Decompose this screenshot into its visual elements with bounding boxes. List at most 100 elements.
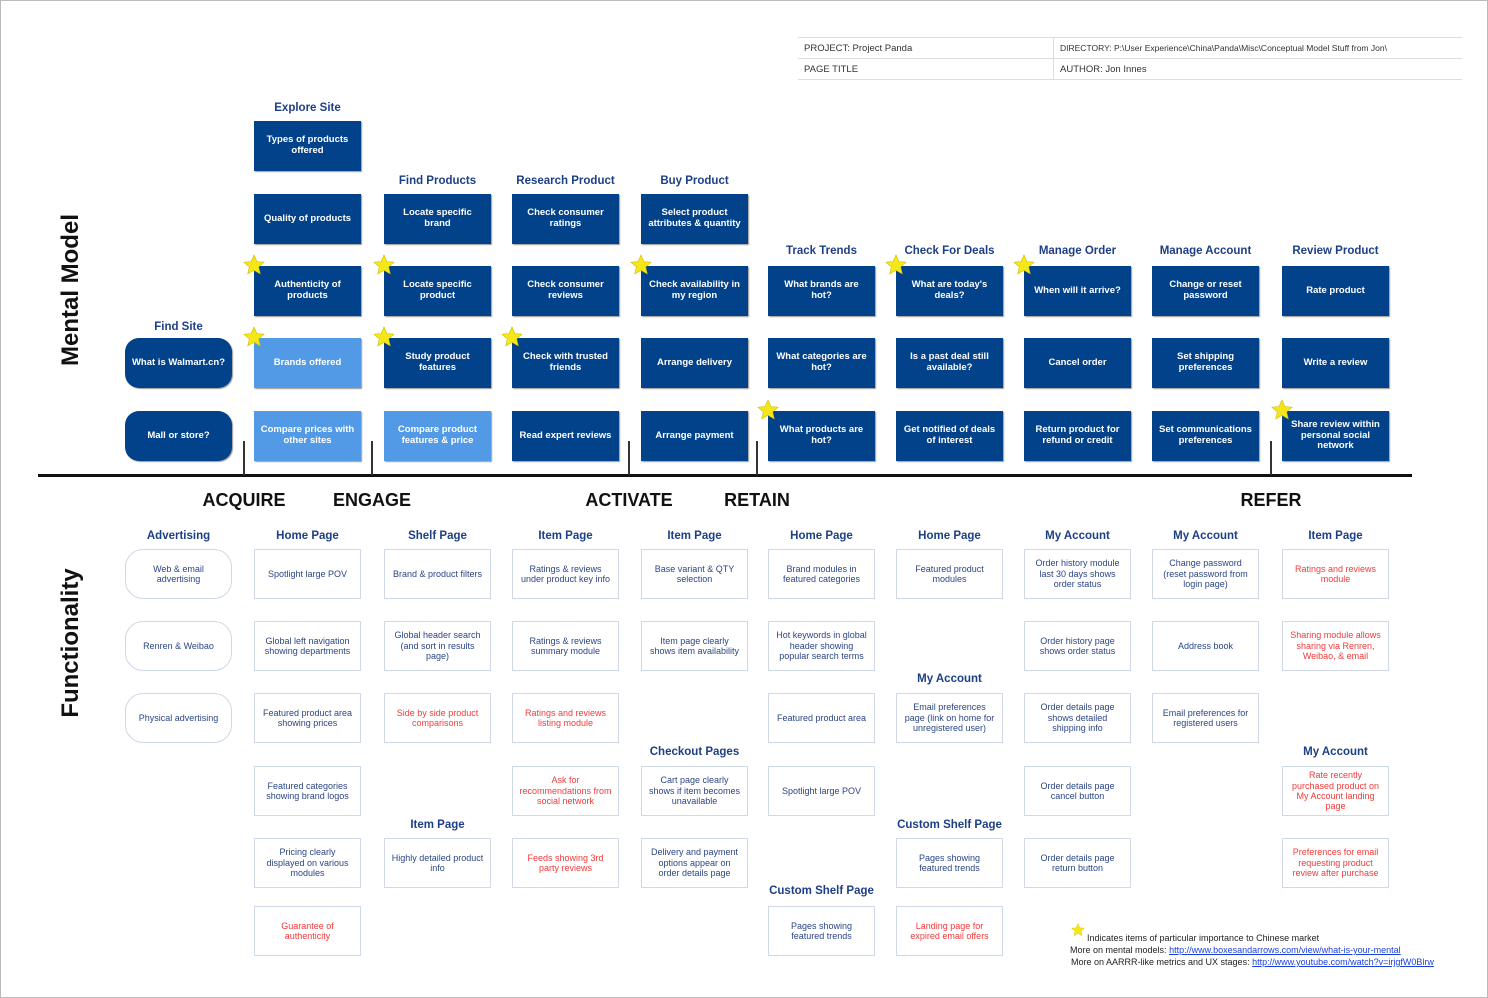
feature-box: Delivery and payment options appear on o…	[641, 838, 748, 888]
feature-box: Order history module last 30 days shows …	[1024, 549, 1131, 599]
mental-box-starred: Brands offered	[254, 338, 361, 388]
stage-refer: REFER	[1240, 490, 1302, 510]
feature-box-new: Sharing module allows sharing via Renren…	[1282, 621, 1389, 671]
mental-model-label: Mental Model	[57, 214, 84, 367]
mental-models-link[interactable]: http://www.boxesandarrows.com/view/what-…	[1169, 945, 1401, 955]
stage-acquire: ACQUIRE	[202, 490, 286, 510]
heading-my-account: My Account	[1045, 530, 1110, 542]
heading-research-product: Research Product	[516, 175, 615, 187]
mental-box: Compare prices with other sites	[254, 411, 361, 461]
mental-box-starred: When will it arrive?	[1024, 266, 1131, 316]
feature-box: Pages showing featured trends	[768, 906, 875, 956]
mental-box-text: Share review within personal social netw…	[1291, 418, 1380, 452]
stage-divider	[1270, 441, 1272, 475]
heading-item-page: Item Page	[410, 819, 465, 831]
aarrr-label: More on AARRR-like metrics and UX stages…	[1071, 957, 1250, 967]
feature-box: Ratings & reviews under product key info	[512, 549, 619, 599]
heading-shelf-page: Shelf Page	[408, 530, 467, 542]
mental-box: Arrange payment	[641, 411, 748, 461]
mental-box-starred: Share review within personal social netw…	[1282, 411, 1389, 461]
functionality-label: Functionality	[57, 568, 84, 718]
mental-box: Set shipping preferences	[1152, 338, 1259, 388]
stage-engage: ENGAGE	[332, 490, 411, 510]
feature-box: Pages showing featured trends	[896, 838, 1003, 888]
mental-box: Compare product features & price	[384, 411, 491, 461]
mental-box-text: What products are hot?	[779, 424, 864, 446]
stage-divider	[756, 441, 758, 475]
feature-box-new: Feeds showing 3rd party reviews	[512, 838, 619, 888]
mental-box-text: Check with trusted friends	[523, 351, 608, 373]
star-icon	[243, 326, 265, 348]
heading-review-product: Review Product	[1292, 245, 1379, 257]
heading-my-account: My Account	[1303, 746, 1368, 758]
feature-box: Address book	[1152, 621, 1259, 671]
feature-box-new: Ratings and reviews module	[1282, 549, 1389, 599]
feature-box-new: Ask for recommendations from social netw…	[512, 766, 619, 816]
feature-box: Order history page shows order status	[1024, 621, 1131, 671]
feature-box-new: Preferences for email requesting product…	[1282, 838, 1389, 888]
mental-box: What categories are hot?	[768, 338, 875, 388]
feature-box-new: Rate recently purchased product on My Ac…	[1282, 766, 1389, 816]
mental-box-starred: Authenticity of products	[254, 266, 361, 316]
mental-box: Get notified of deals of interest	[896, 411, 1003, 461]
feature-box-new: Side by side product comparisons	[384, 693, 491, 743]
heading-item-page: Item Page	[538, 530, 593, 542]
feature-box: Pricing clearly displayed on various mod…	[254, 838, 361, 888]
star-icon	[1271, 399, 1293, 421]
feature-box: Order details page return button	[1024, 838, 1131, 888]
heading-item-page: Item Page	[667, 530, 722, 542]
page-title-label: PAGE TITLE	[798, 59, 1054, 79]
mental-box: Write a review	[1282, 338, 1389, 388]
feature-box: Order details page shows detailed shippi…	[1024, 693, 1131, 743]
mental-models-label: More on mental models:	[1070, 945, 1167, 955]
heading-item-page: Item Page	[1308, 530, 1363, 542]
stage-divider	[371, 441, 373, 475]
heading-manage-account: Manage Account	[1159, 245, 1252, 257]
mental-box: Locate specific brand	[384, 194, 491, 244]
heading-home-page: Home Page	[918, 530, 981, 542]
mental-box: Set communications preferences	[1152, 411, 1259, 461]
feature-box: Email preferences for registered users	[1152, 693, 1259, 743]
feature-box: Email preferences page (link on home for…	[896, 693, 1003, 743]
heading-buy-product: Buy Product	[660, 175, 729, 187]
mental-box: What is Walmart.cn?	[125, 338, 232, 388]
mental-box: Cancel order	[1024, 338, 1131, 388]
feature-box: Spotlight large POV	[254, 549, 361, 599]
mental-box: What brands are hot?	[768, 266, 875, 316]
mental-box: Check consumer ratings	[512, 194, 619, 244]
feature-box: Hot keywords in global header showing po…	[768, 621, 875, 671]
legend-star-note: Indicates items of particular importance…	[1087, 933, 1320, 943]
star-icon	[373, 326, 395, 348]
heading-check-for-deals: Check For Deals	[904, 245, 995, 257]
star-icon	[373, 254, 395, 276]
mental-box-starred: Check with trusted friends	[512, 338, 619, 388]
heading-my-account: My Account	[917, 673, 982, 685]
star-icon	[1071, 923, 1085, 937]
feature-box: Spotlight large POV	[768, 766, 875, 816]
mental-box-starred: Study product features	[384, 338, 491, 388]
mental-box: Rate product	[1282, 266, 1389, 316]
feature-box: Cart page clearly shows if item becomes …	[641, 766, 748, 816]
mental-box: Quality of products	[254, 194, 361, 244]
feature-box: Change password (reset password from log…	[1152, 549, 1259, 599]
star-icon	[1013, 254, 1035, 276]
heading-custom-shelf-page: Custom Shelf Page	[897, 819, 1002, 831]
feature-box: Featured product modules	[896, 549, 1003, 599]
heading-custom-shelf-page: Custom Shelf Page	[769, 885, 874, 897]
mental-box-text: When will it arrive?	[1034, 284, 1121, 296]
stage-activate: ACTIVATE	[585, 490, 673, 510]
heading-manage-order: Manage Order	[1038, 245, 1117, 257]
mental-box-starred: Check availability in my region	[641, 266, 748, 316]
heading-explore-site: Explore Site	[274, 102, 341, 114]
feature-box: Highly detailed product info	[384, 838, 491, 888]
heading-home-page: Home Page	[790, 530, 853, 542]
feature-box: Brand & product filters	[384, 549, 491, 599]
aarrr-link[interactable]: http://www.youtube.com/watch?v=irjgfW0Bl…	[1252, 957, 1434, 967]
mental-box-text: What are today's deals?	[911, 279, 988, 301]
star-icon	[757, 399, 779, 421]
heading-checkout-pages: Checkout Pages	[649, 746, 740, 758]
feature-box: Base variant & QTY selection	[641, 549, 748, 599]
author-label: AUTHOR: Jon Innes	[1060, 64, 1147, 75]
feature-box: Web & email advertising	[125, 549, 232, 599]
stage-divider	[243, 441, 245, 475]
